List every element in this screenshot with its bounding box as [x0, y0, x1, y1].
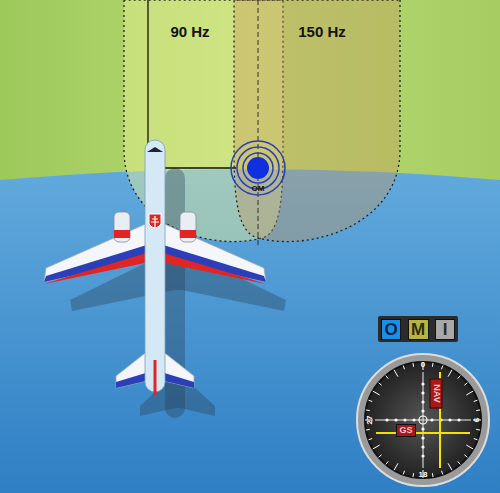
signal-label: 150 Hz — [298, 24, 346, 39]
scale-dot — [457, 418, 460, 421]
dial-tick — [458, 461, 461, 464]
dial-tick — [441, 471, 442, 475]
dial-tick — [386, 376, 389, 379]
heading-number: 0 — [421, 361, 425, 369]
dial-tick — [464, 383, 467, 386]
dial-tick — [403, 365, 404, 369]
dial-tick — [448, 463, 452, 470]
scale-dot — [421, 400, 424, 403]
dial-tick — [466, 445, 473, 449]
warning-flag: GS — [396, 424, 416, 437]
node-text: NAV — [432, 384, 441, 402]
scale-dot — [421, 391, 424, 394]
dial-tick — [373, 445, 380, 449]
marker-lamp: O — [381, 319, 401, 340]
dial-tick — [458, 376, 461, 379]
heading-number: 18 — [419, 471, 428, 479]
scale-dot — [448, 418, 451, 421]
dial-tick — [432, 363, 434, 367]
dial-tick — [474, 438, 478, 439]
dial-tick — [394, 463, 398, 470]
node-text: GS — [399, 426, 412, 435]
dial-tick — [432, 473, 434, 477]
scale-dot — [394, 418, 397, 421]
dial-tick — [476, 409, 480, 411]
marker-lamp: I — [435, 319, 455, 340]
heading-number: 27 — [366, 416, 374, 425]
dial-tick — [466, 391, 473, 395]
dial-tick — [474, 400, 478, 401]
dial-tick — [379, 455, 382, 458]
node-text: M — [411, 321, 425, 338]
scale-dot — [421, 382, 424, 385]
dial-tick — [386, 461, 389, 464]
dial-tick — [464, 455, 467, 458]
scale-dot — [385, 418, 388, 421]
scale-dot — [430, 418, 433, 421]
scale-dot — [412, 418, 415, 421]
scale-dot — [421, 409, 424, 412]
scale-dot — [403, 418, 406, 421]
dial-tick — [379, 383, 382, 386]
dial-tick — [403, 471, 404, 475]
warning-flag: NAV — [430, 378, 443, 408]
dial-tick — [448, 370, 452, 377]
signal-label: 90 Hz — [170, 24, 209, 39]
dial-tick — [441, 365, 442, 369]
scale-dot — [421, 436, 424, 439]
dial-tick — [368, 400, 372, 401]
marker-label: OM — [252, 185, 265, 193]
dial-tick — [366, 409, 370, 411]
dial-tick — [412, 473, 414, 477]
dial-tick — [412, 363, 414, 367]
scale-dot — [421, 454, 424, 457]
heading-number: 9 — [472, 418, 480, 422]
node-text: I — [443, 321, 448, 338]
node-text: O — [384, 321, 397, 338]
dial-tick — [373, 391, 380, 395]
dial-tick — [368, 438, 372, 439]
dial-tick — [366, 429, 370, 431]
marker-lamp: M — [408, 319, 429, 340]
dial-tick — [476, 429, 480, 431]
scale-dot — [421, 427, 424, 430]
dial-tick — [394, 370, 398, 377]
scale-dot — [421, 445, 424, 448]
